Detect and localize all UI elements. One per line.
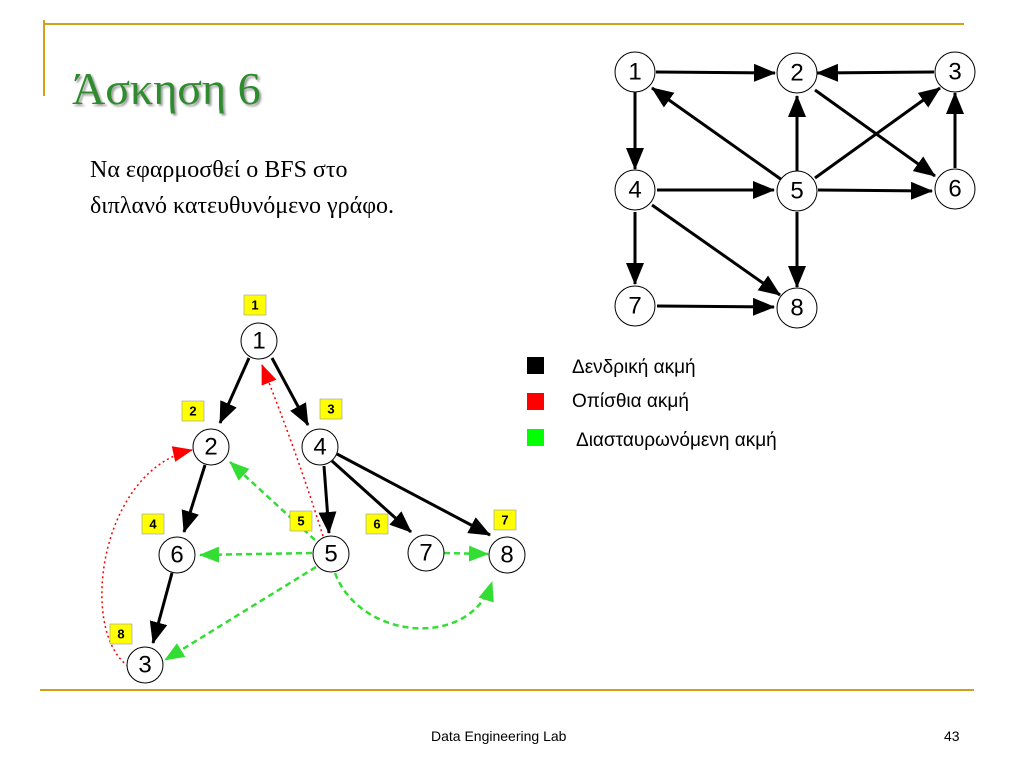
- cross-edges: [164, 461, 494, 662]
- graph-node-6: 6: [934, 168, 976, 210]
- tree-node-5: 5: [312, 535, 350, 573]
- svg-text:3: 3: [948, 59, 961, 86]
- svg-text:3: 3: [138, 652, 151, 679]
- order-badge-1: 1: [243, 294, 267, 316]
- graph-edges: [626, 63, 964, 316]
- order-badge-6: 6: [365, 513, 389, 535]
- svg-text:6: 6: [170, 542, 183, 569]
- order-badge-8: 8: [109, 623, 133, 645]
- tree-node-4: 4: [301, 428, 339, 466]
- footer-lab: Data Engineering Lab: [431, 728, 567, 744]
- tree-edge-1-2: [218, 357, 251, 424]
- back-edge-3-2: [101, 446, 193, 667]
- cross-edge-5-6: [199, 546, 313, 563]
- tree-edge-4-5: [318, 465, 337, 534]
- tree-edges: [149, 357, 491, 644]
- tree-edge-4-7: [330, 459, 413, 534]
- slide-title: Άσκηση 6: [72, 63, 261, 114]
- svg-text:7: 7: [501, 513, 508, 528]
- svg-text:6: 6: [373, 517, 380, 532]
- tree-node-6: 6: [158, 536, 196, 574]
- exercise-description: Να εφαρμοσθεί ο BFS στο διπλανό κατευθυν…: [90, 152, 560, 224]
- svg-text:8: 8: [790, 295, 803, 322]
- tree-edge-1-4: [270, 357, 310, 426]
- tree-edge-4-8: [336, 452, 491, 537]
- back-edge-5-1: [261, 364, 324, 537]
- legend-swatch-tree: [527, 357, 544, 374]
- tree-edge-6-3: [149, 572, 174, 644]
- svg-text:4: 4: [313, 434, 326, 461]
- graph-node-8: 8: [776, 287, 818, 329]
- accent-lines: [40, 20, 974, 691]
- svg-text:6: 6: [948, 176, 961, 203]
- tree-node-3: 3: [126, 646, 164, 684]
- cross-edge-5-8: [333, 572, 494, 630]
- svg-text:7: 7: [628, 293, 641, 320]
- graph-node-4: 4: [614, 169, 656, 211]
- graph-node-2: 2: [776, 52, 818, 94]
- graph-edge-4-8: [651, 203, 781, 297]
- svg-text:2: 2: [204, 434, 217, 461]
- graph-edge-1-2: [655, 63, 776, 82]
- cross-edge-7-8: [443, 545, 489, 562]
- page-number: 43: [944, 728, 960, 744]
- svg-text:5: 5: [790, 178, 803, 205]
- svg-text:1: 1: [628, 59, 641, 86]
- order-badge-3: 3: [319, 398, 343, 420]
- tree-node-7: 7: [407, 534, 445, 572]
- svg-text:8: 8: [117, 627, 124, 642]
- svg-text:4: 4: [149, 517, 157, 532]
- back-edges: [101, 364, 324, 667]
- tree-node-2: 2: [192, 428, 230, 466]
- tree-node-1: 1: [240, 322, 278, 360]
- svg-text:4: 4: [628, 177, 641, 204]
- svg-text:1: 1: [252, 328, 265, 355]
- svg-text:2: 2: [790, 60, 803, 87]
- directed-graph: 1 2 3 4 5 6 7 8: [614, 51, 976, 329]
- graph-edge-7-8: [656, 297, 775, 316]
- order-badge-7: 7: [493, 509, 517, 531]
- graph-node-3: 3: [934, 51, 976, 93]
- legend-label-cross: Διασταυρωνόμενη ακμή: [576, 430, 777, 451]
- bfs-tree: 1 2 4 6 5 7 8 3 1 2 3 4 5 6 7 8: [101, 294, 526, 684]
- graph-edge-5-1: [651, 86, 783, 182]
- graph-node-5: 5: [776, 170, 818, 212]
- svg-text:1: 1: [251, 298, 258, 313]
- svg-text:8: 8: [500, 542, 513, 569]
- tree-edge-2-6: [181, 464, 207, 533]
- svg-text:7: 7: [419, 540, 432, 567]
- legend-label-back: Οπίσθια ακμή: [572, 391, 689, 412]
- description-line-2: διπλανό κατευθυνόμενο γράφο.: [90, 193, 395, 219]
- graph-node-1: 1: [614, 51, 656, 93]
- legend-swatch-cross: [527, 429, 544, 446]
- svg-text:5: 5: [297, 514, 304, 529]
- graph-edge-5-6: [817, 181, 933, 200]
- order-badge-2: 2: [181, 400, 205, 422]
- cross-edge-5-3: [164, 565, 317, 662]
- legend-label-tree: Δενδρική ακμή: [572, 357, 696, 378]
- graph-edge-5-3: [814, 86, 941, 180]
- order-badge-4: 4: [141, 513, 165, 535]
- legend: Δενδρική ακμή Οπίσθια ακμή Διασταυρωνόμε…: [527, 357, 777, 451]
- description-line-1: Να εφαρμοσθεί ο BFS στο: [90, 157, 348, 183]
- tree-node-8: 8: [488, 536, 526, 574]
- svg-text:5: 5: [324, 541, 337, 568]
- order-badge-5: 5: [289, 510, 313, 532]
- graph-edge-3-2: [816, 63, 935, 82]
- legend-swatch-back: [527, 393, 544, 410]
- svg-text:3: 3: [327, 402, 334, 417]
- graph-node-7: 7: [614, 285, 656, 327]
- svg-text:2: 2: [189, 404, 196, 419]
